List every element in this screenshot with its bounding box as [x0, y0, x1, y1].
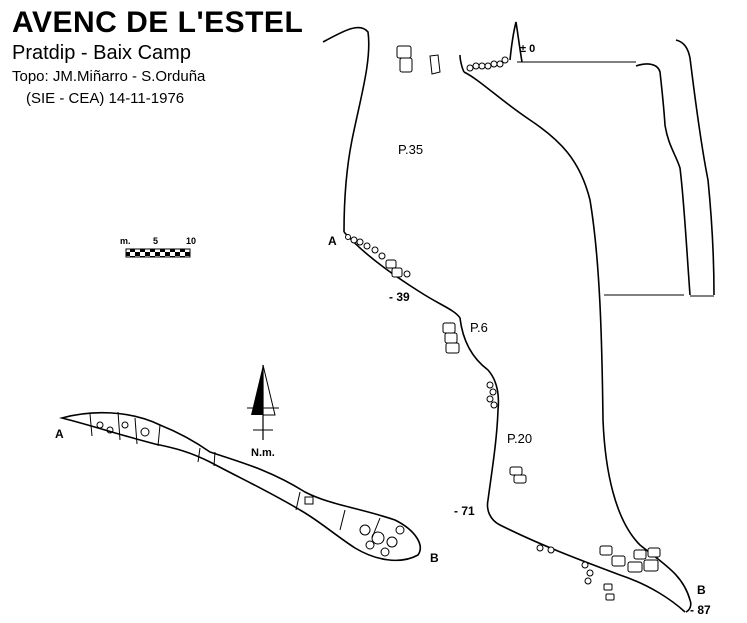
- right-wall: [463, 71, 692, 613]
- location-subtitle: Pratdip - Baix Camp: [12, 42, 191, 64]
- depth-label-39: - 39: [389, 290, 410, 304]
- section-point-b: B: [697, 583, 706, 597]
- left-wall-upper: [322, 26, 370, 233]
- scale-bar-rect: [125, 248, 191, 258]
- scale-unit-label: m.: [120, 236, 131, 246]
- section-view: [322, 21, 715, 613]
- topo-credit: Topo: JM.Miñarro - S.Orduña: [12, 68, 206, 85]
- plan-labels: A B: [55, 427, 439, 565]
- scale-tick-5: 5: [153, 236, 158, 246]
- diagram-title: AVENC DE L'ESTEL: [12, 6, 304, 39]
- pitch-label-p35: P.35: [398, 142, 423, 157]
- left-wall-lower: [343, 231, 686, 613]
- section-labels: P.35 P.6 P.20 ± 0 - 39 - 71 - 87 A B: [328, 43, 711, 617]
- plan-point-a: A: [55, 427, 64, 441]
- pitch-label-p6: P.6: [470, 320, 488, 335]
- pitch-label-p20: P.20: [507, 431, 532, 446]
- north-arrow: N.m.: [247, 364, 279, 459]
- section-point-a: A: [328, 234, 337, 248]
- plan-point-b: B: [430, 551, 439, 565]
- survey-credit: (SIE - CEA) 14-11-1976: [26, 90, 185, 107]
- depth-label-71: - 71: [454, 504, 475, 518]
- entrance-right-lip: [509, 21, 523, 63]
- north-arrow-label: N.m.: [251, 447, 275, 459]
- scale-bar: m. 5 10: [120, 236, 196, 258]
- depth-label-0: ± 0: [520, 43, 535, 55]
- elevation-left-wall: [635, 63, 691, 296]
- depth-label-87: - 87: [690, 603, 711, 617]
- entrance-left-lip: [459, 54, 465, 73]
- section-boulders: [345, 45, 661, 601]
- plan-outline: [58, 411, 421, 562]
- elevation-right-wall: [675, 39, 715, 296]
- plan-view: [58, 411, 421, 562]
- scale-tick-10: 10: [186, 236, 196, 246]
